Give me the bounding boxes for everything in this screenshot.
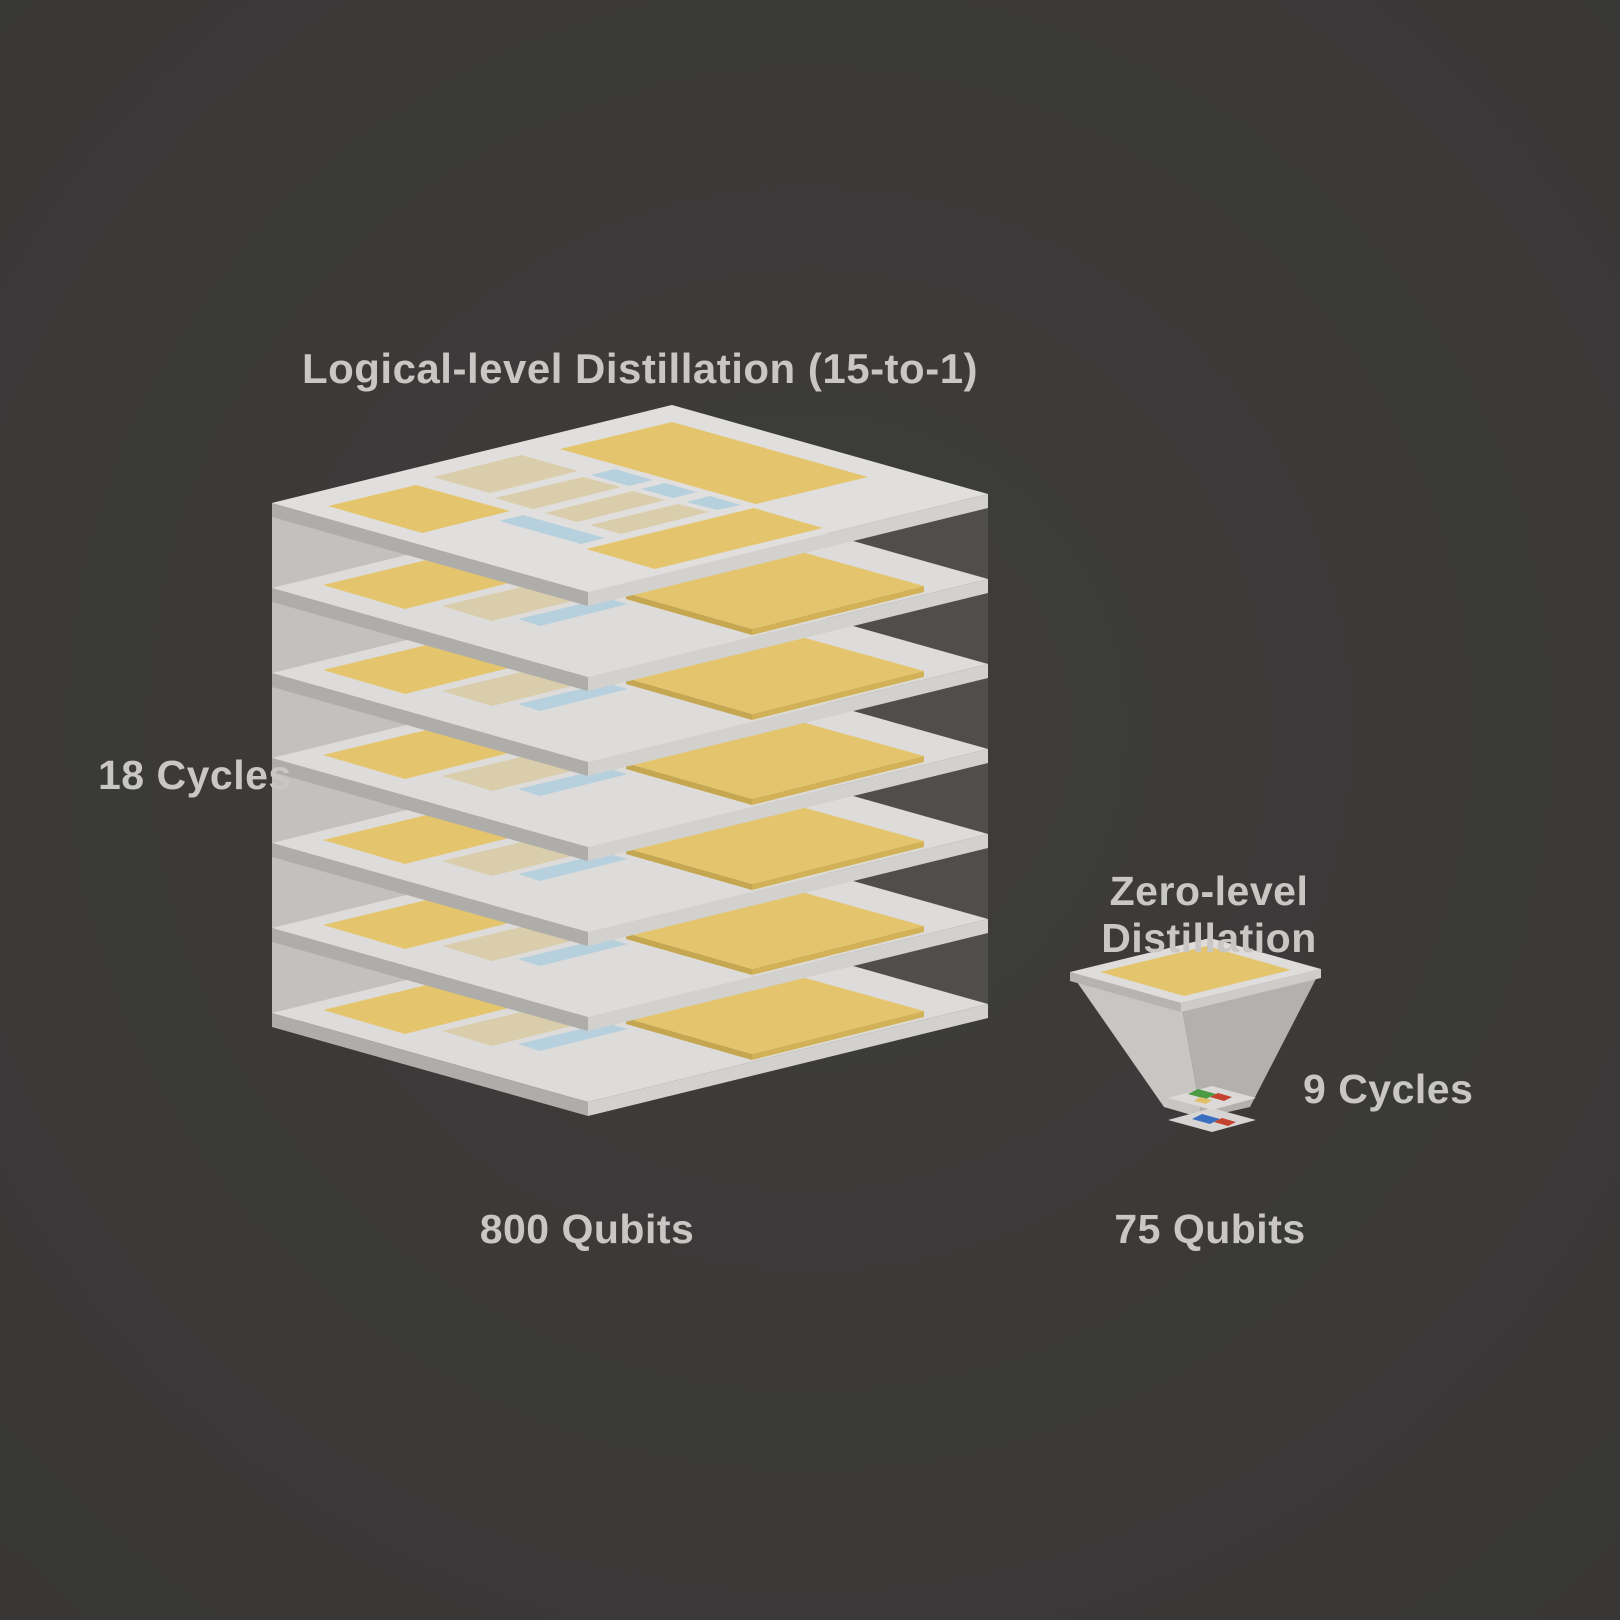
plate-right-edge xyxy=(588,494,988,606)
magic-state-tile-yellow xyxy=(328,485,510,533)
zero-level-funnel xyxy=(1070,938,1321,1132)
routing-tile-blue xyxy=(641,483,697,498)
data-tile-tan xyxy=(590,504,709,534)
magic-state-tile-yellow-large xyxy=(586,508,823,569)
output-bit-yellow xyxy=(1194,1097,1212,1104)
logical-stack xyxy=(272,405,988,1116)
stack-layer-1-top xyxy=(272,405,988,606)
right-title: Zero-level Distillation xyxy=(1101,868,1317,961)
left-cycles-label: 18 Cycles xyxy=(98,752,292,798)
output-bit-red xyxy=(1210,1093,1232,1101)
left-title: Logical-level Distillation (15-to-1) xyxy=(301,345,979,392)
funnel-right-face xyxy=(1181,969,1321,1118)
data-tile-tan xyxy=(545,491,665,522)
routing-tile-blue xyxy=(686,496,741,510)
right-qubits-label: 75 Qubits xyxy=(1114,1206,1306,1252)
routing-tile-blue xyxy=(591,469,653,486)
funnel-magic-state-tile xyxy=(1100,946,1291,996)
funnel-output-plates xyxy=(1168,1086,1256,1132)
magic-state-tile-yellow-band xyxy=(560,422,868,504)
output-bit-blue xyxy=(1192,1114,1220,1124)
output-bit-green xyxy=(1188,1089,1216,1099)
funnel-rim-left-edge xyxy=(1070,972,1181,1012)
routing-tile-blue xyxy=(499,515,605,544)
output-bit-red xyxy=(1214,1118,1236,1126)
plate-left-edge xyxy=(272,503,588,606)
output-plate-upper xyxy=(1168,1086,1256,1110)
data-tile-tan xyxy=(495,477,621,509)
funnel-rim-right-edge xyxy=(1181,969,1321,1012)
data-tile-tan xyxy=(433,455,578,493)
left-qubits-label: 800 Qubits xyxy=(479,1206,695,1252)
right-cycles-label: 9 Cycles xyxy=(1303,1066,1474,1112)
